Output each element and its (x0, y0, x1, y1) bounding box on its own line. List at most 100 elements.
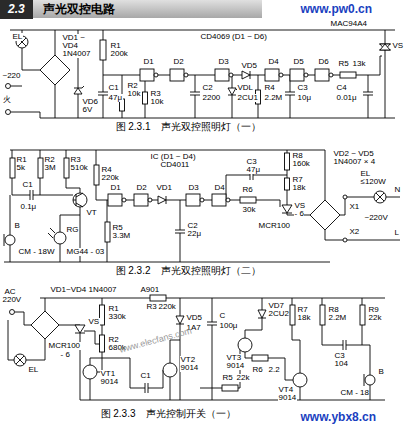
component-label: R7 (297, 306, 308, 314)
schematic-stroke (5, 235, 15, 245)
component-label: EL (12, 33, 23, 41)
component-label: ~220V (364, 214, 388, 222)
circuit-three (8, 295, 385, 400)
schematic-stroke (40, 55, 70, 85)
schematic-stroke (100, 305, 105, 325)
component-label: 0.1μ (20, 203, 37, 211)
component-label: R1 (16, 156, 27, 164)
component-label: 220k (101, 174, 119, 182)
component-label: R5 (222, 374, 233, 382)
schematic-stroke (184, 73, 188, 77)
schematic-stroke (340, 72, 356, 78)
component-label: D3 (188, 184, 199, 192)
schematic-stroke (4, 150, 400, 262)
component-label: ~220 (2, 72, 21, 80)
schematic-stroke (100, 40, 106, 60)
component-label: 47μ (108, 94, 123, 102)
component-label: 5k (16, 164, 25, 172)
schematic-stroke (229, 73, 233, 77)
component-label: R6 (242, 186, 253, 194)
component-label: 2200 (202, 94, 221, 102)
component-label: 220k (158, 303, 176, 311)
component-label: C3 (297, 84, 308, 92)
component-label: D2 (173, 58, 184, 66)
component-label: 330k (108, 313, 126, 321)
component-label: R1 (110, 42, 121, 50)
component-label: VT4 (278, 386, 294, 394)
schematic-stroke (320, 305, 325, 325)
schematic-stroke (10, 310, 15, 315)
schematic-stroke (360, 305, 365, 325)
component-label: 2.2M (328, 314, 347, 322)
component-label: R4 (264, 84, 275, 92)
component-label: A901 (140, 286, 160, 294)
component-label: 18k (297, 314, 311, 322)
component-label: 10k (150, 98, 164, 106)
component-label: R5 (338, 60, 349, 68)
component-label: 22μ (187, 230, 202, 238)
component-label: IC (D1 ~ D4) (150, 153, 196, 161)
schematic-stroke (329, 73, 333, 77)
schematic-stroke (140, 69, 154, 81)
section-title: 声光双控电路 (33, 1, 125, 18)
circuit-one (6, 30, 396, 118)
schematic-stroke (38, 158, 43, 178)
component-label: CD4011 (160, 161, 190, 169)
schematic-stroke (73, 193, 87, 207)
schematic-stroke (365, 375, 375, 385)
schematic-stroke (380, 44, 390, 50)
component-label: 0.01μ (336, 94, 357, 102)
component-label: C1 (140, 372, 151, 380)
component-label: 22k (236, 374, 250, 382)
component-label: MG44 - 03 (66, 248, 105, 256)
component-label: CM - 18W (18, 248, 55, 256)
component-label: B (14, 222, 20, 230)
component-label: R1 (108, 305, 119, 313)
component-label: C3 (246, 158, 257, 166)
component-label: R2 (108, 336, 119, 344)
schematic-stroke (10, 30, 395, 118)
schematic-stroke (176, 316, 184, 324)
component-label: VD1~VD4 1N4007 (50, 286, 117, 294)
component-label: 13k (352, 60, 366, 68)
schematic-stroke (310, 200, 340, 230)
component-label: 200k (110, 50, 128, 58)
component-label: 30k (242, 206, 256, 214)
schematic-stroke (158, 196, 166, 204)
section-header-band: 2.3声光双控电路 (0, 0, 262, 18)
schematic-stroke (75, 325, 85, 333)
component-label: VD1 (156, 184, 173, 192)
component-label: 510k (70, 164, 88, 172)
component-label: R2 (127, 82, 138, 90)
component-label: ≤120W (360, 178, 386, 186)
schematic-stroke (343, 238, 347, 242)
component-label: C3 (334, 352, 345, 360)
component-label: MAC94A4 (330, 20, 367, 28)
component-label: MCR100 (48, 342, 81, 350)
component-label: D6 (318, 58, 329, 66)
schematic-stroke (200, 198, 204, 202)
component-label: R6 (252, 366, 263, 374)
schematic-stroke (226, 198, 230, 202)
component-label: 22k (368, 314, 382, 322)
schematic-stroke (10, 158, 15, 178)
component-label: R5 (112, 224, 123, 232)
component-label: 100μ (219, 322, 238, 330)
component-label: 3M (44, 164, 56, 172)
schematic-stroke (315, 69, 329, 81)
schematic-stroke (279, 73, 283, 77)
schematic-stroke (6, 110, 11, 115)
schematic-stroke (240, 197, 256, 203)
component-label: 9014 (278, 394, 297, 402)
component-label: B (378, 368, 384, 376)
component-label: L (394, 229, 399, 237)
component-label: 10k (127, 90, 141, 98)
component-label: 2CU2 (268, 310, 289, 318)
component-label: - 6 (60, 351, 70, 359)
component-label: EL (28, 366, 39, 374)
schematic-stroke (282, 205, 292, 213)
component-label: VD5 (241, 62, 258, 70)
component-label: 9014 (226, 362, 245, 370)
schematic-stroke (293, 373, 307, 387)
schematic-stroke (134, 194, 148, 206)
